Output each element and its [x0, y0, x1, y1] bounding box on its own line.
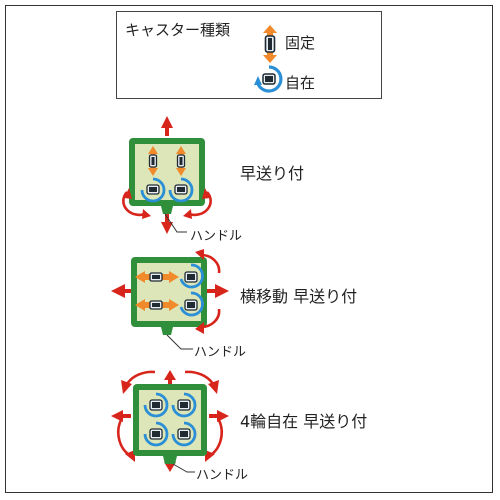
legend-title: キャスター種類	[125, 21, 231, 39]
mode-3-diagram	[111, 370, 229, 473]
fixed-caster-icon	[263, 25, 277, 63]
mode-2-handle-label: ハンドル	[194, 345, 247, 360]
mode-2-diagram	[111, 249, 229, 350]
mode-1-label: 早送り付	[240, 164, 305, 183]
legend-fixed-label: 固定	[285, 34, 316, 52]
swivel-caster-icon	[254, 65, 283, 93]
figure-frame	[5, 5, 493, 493]
mode-3-handle-label: ハンドル	[196, 468, 249, 483]
mode-3-label: 4輪自在 早送り付	[240, 412, 368, 431]
mode-1-diagram	[122, 116, 212, 234]
mode-1-handle-label: ハンドル	[190, 229, 243, 244]
caster-type-legend: キャスター種類 固定 自在	[116, 11, 382, 99]
legend-free-label: 自在	[285, 74, 316, 92]
mode-2-label: 横移動 早送り付	[240, 287, 358, 306]
